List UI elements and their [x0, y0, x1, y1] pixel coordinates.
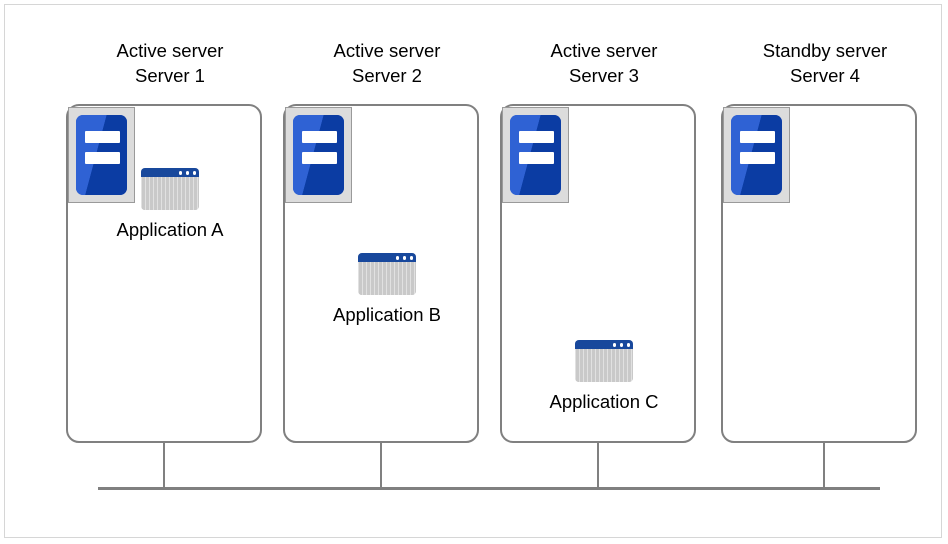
application-label-2: Application B [333, 304, 441, 325]
application-window-icon[interactable] [575, 340, 633, 382]
app-dot-icon [178, 171, 182, 175]
application-label-3: Application C [549, 391, 659, 412]
server-icon-body [731, 115, 782, 195]
application-group-3: Application C [494, 340, 714, 414]
shared-bus-line [98, 487, 880, 490]
server-name-3: Server 3 [569, 65, 639, 86]
application-label-1: Application A [116, 219, 224, 240]
server-icon-bar-bottom [519, 152, 554, 164]
app-title-bar [358, 253, 416, 262]
server-icon [723, 107, 790, 203]
server-icon-bar-top [302, 131, 337, 143]
server-box-4[interactable] [721, 104, 917, 443]
server-icon-bar-top [85, 131, 120, 143]
app-dot-icon [612, 343, 616, 347]
server-icon-body [510, 115, 561, 195]
app-dot-icon [626, 343, 630, 347]
server-icon-bar-bottom [302, 152, 337, 164]
server-caption-1: Active server Server 1 [60, 38, 280, 88]
app-window-body [141, 177, 199, 210]
server-role-1: Active server [116, 40, 224, 61]
app-dot-icon [402, 256, 406, 260]
server-caption-3: Active server Server 3 [494, 38, 714, 88]
server-name-4: Server 4 [790, 65, 860, 86]
server-connector-4 [823, 443, 825, 488]
app-dot-icon [192, 171, 196, 175]
server-connector-3 [597, 443, 599, 488]
server-icon [502, 107, 569, 203]
server-icon-bar-bottom [85, 152, 120, 164]
server-icon-bar-top [740, 131, 775, 143]
server-icon [68, 107, 135, 203]
server-connector-1 [163, 443, 165, 488]
app-window-body [575, 349, 633, 382]
server-column-1: Active server Server 1 Application A [60, 0, 280, 544]
server-role-2: Active server [333, 40, 441, 61]
server-column-3: Active server Server 3 Application C [494, 0, 714, 544]
server-caption-2: Active server Server 2 [277, 38, 497, 88]
server-icon [285, 107, 352, 203]
server-icon-bar-bottom [740, 152, 775, 164]
application-window-icon[interactable] [141, 168, 199, 210]
server-box-2[interactable] [283, 104, 479, 443]
application-window-icon[interactable] [358, 253, 416, 295]
app-title-bar [575, 340, 633, 349]
app-window-body [358, 262, 416, 295]
server-connector-2 [380, 443, 382, 488]
server-icon-body [76, 115, 127, 195]
server-name-2: Server 2 [352, 65, 422, 86]
server-icon-body [293, 115, 344, 195]
server-column-4: Standby server Server 4 [715, 0, 935, 544]
app-title-bar [141, 168, 199, 177]
server-name-1: Server 1 [135, 65, 205, 86]
app-dot-icon [619, 343, 623, 347]
server-box-1[interactable] [66, 104, 262, 443]
app-dot-icon [409, 256, 413, 260]
application-group-1: Application A [60, 168, 280, 242]
server-icon-bar-top [519, 131, 554, 143]
app-dot-icon [395, 256, 399, 260]
server-role-3: Active server [550, 40, 658, 61]
server-caption-4: Standby server Server 4 [715, 38, 935, 88]
server-role-4: Standby server [762, 40, 888, 61]
server-column-2: Active server Server 2 Application B [277, 0, 497, 544]
app-dot-icon [185, 171, 189, 175]
application-group-2: Application B [277, 253, 497, 327]
server-box-3[interactable] [500, 104, 696, 443]
